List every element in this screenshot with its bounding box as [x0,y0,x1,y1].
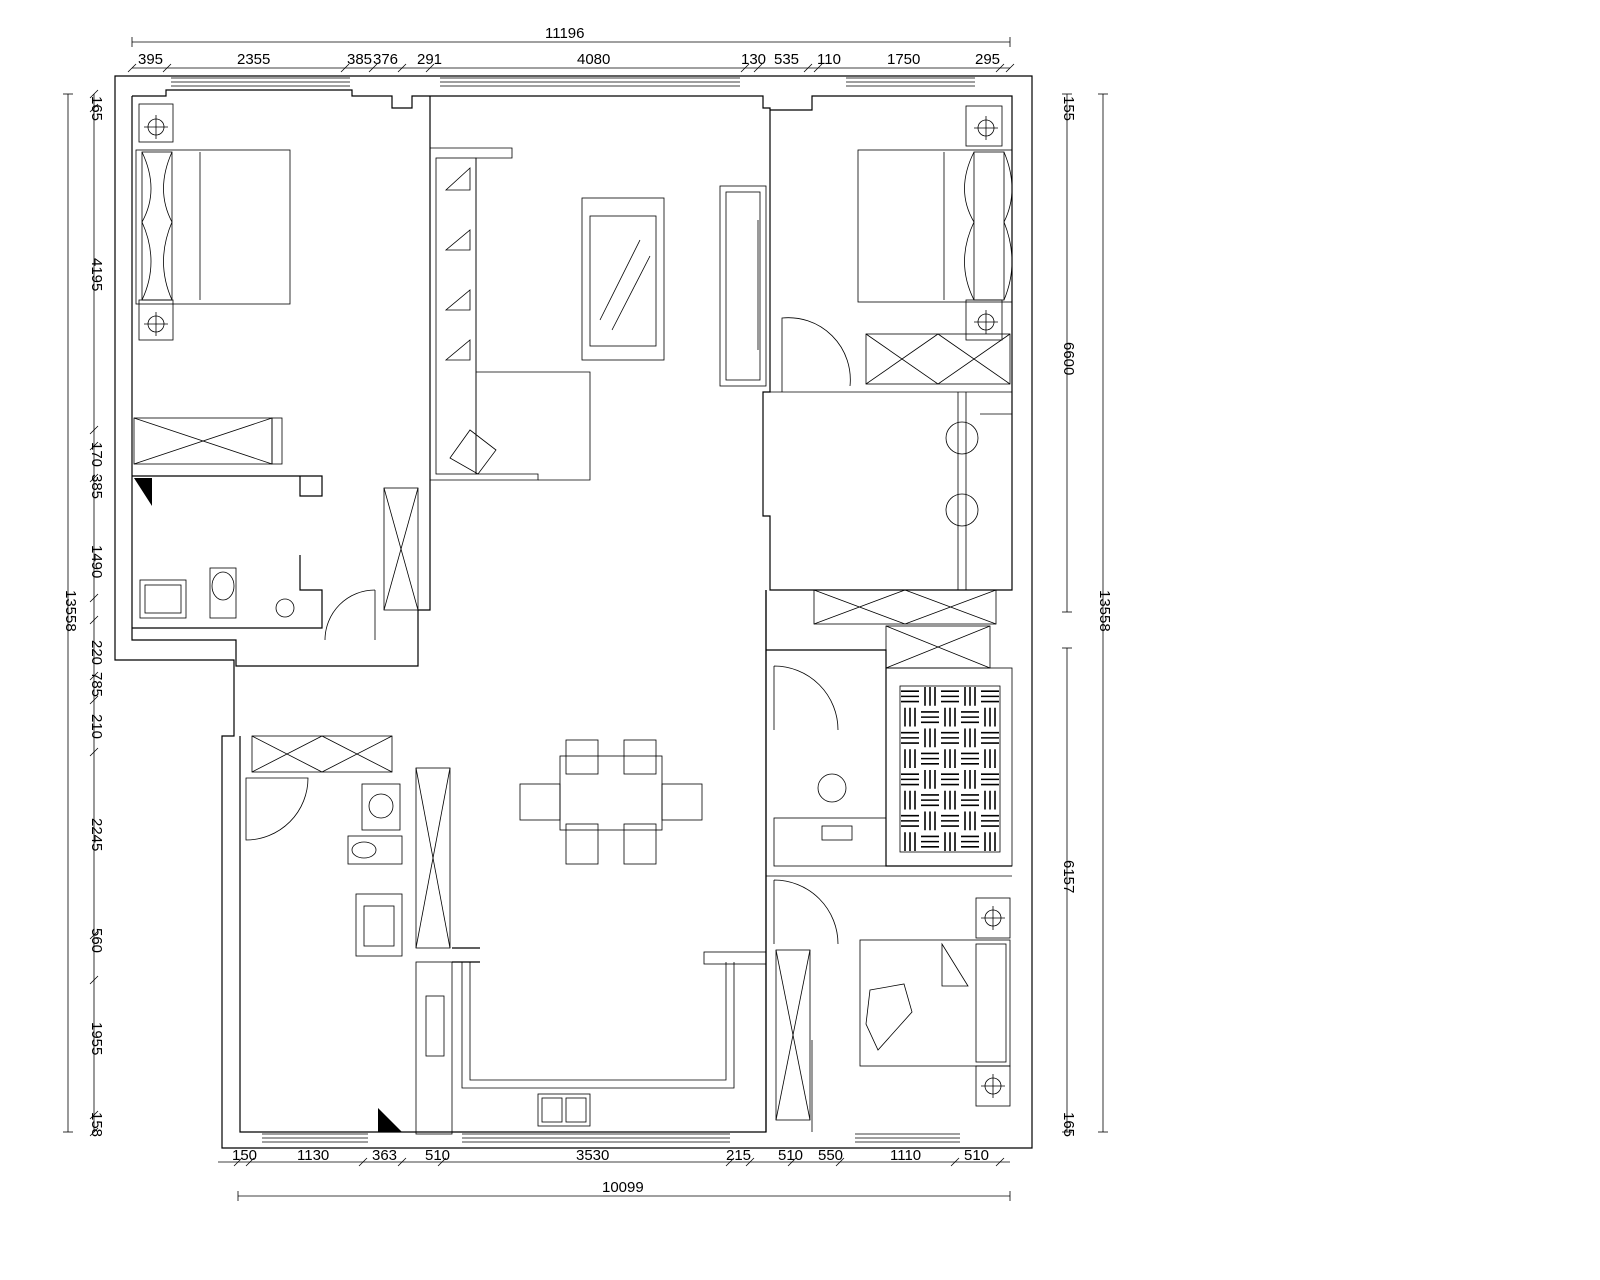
interior-walls [452,590,767,1132]
corridor-right [945,392,1012,590]
dim-top-11: 295 [975,51,1000,68]
dim-top-1: 395 [138,51,163,68]
dim-left-1: 165 [88,96,105,121]
bathroom-bottom-left [245,735,451,1132]
dim-top-6: 4080 [577,51,610,68]
wardrobe-hall [383,487,419,611]
dim-bottom-4: 510 [425,1147,450,1164]
dim-left-5: 1490 [88,545,105,578]
dim-top-10: 1750 [887,51,920,68]
right-segment-top: 155 [1060,96,1077,121]
study-room [766,589,1013,945]
dining-area [519,739,703,865]
dim-top-5: 291 [417,51,442,68]
kitchen [415,951,767,1135]
windows [171,77,975,1143]
dim-bottom-2: 1130 [297,1147,329,1164]
exterior-walls [114,75,1033,1149]
dim-left-12: 158 [88,1112,105,1137]
dim-left-3: 170 [88,442,105,467]
dim-top-2: 2355 [237,51,270,68]
bedroom-top-left [133,103,291,465]
dim-bottom-1: 150 [232,1147,257,1164]
dim-top-4: 376 [373,51,398,68]
dim-bottom-5: 3530 [576,1147,609,1164]
dim-left-4: 385 [88,474,105,499]
dim-left-6: 220 [88,640,105,665]
top-total-dim: 11196 [545,25,585,42]
dim-bottom-9: 1110 [890,1147,921,1164]
bedroom-top-right [770,105,1013,393]
living-room [430,147,767,481]
right-total-dim: 13558 [1096,590,1113,632]
dim-top-3: 385 [347,51,372,68]
dim-left-7: 785 [88,672,105,697]
right-segment-bottom: 165 [1060,1112,1077,1137]
bottom-total-dim: 10099 [602,1179,644,1196]
bottom-dimensions: 150 1130 363 510 3530 215 510 550 1110 5… [218,1147,1011,1201]
dim-left-8: 210 [88,714,105,739]
dim-left-10: 560 [88,928,105,953]
top-dimensions: 11196 395 2355 385 376 291 4080 130 535 … [127,25,1015,73]
left-dimensions: 13558 165 4195 170 385 1490 220 785 210 … [62,89,105,1137]
dim-top-9: 110 [817,51,841,68]
left-total-dim: 13558 [62,590,79,632]
dim-bottom-3: 363 [372,1147,397,1164]
tatami-mat-pattern [901,687,999,851]
dim-top-7: 130 [741,51,766,68]
right-upper-dim: 6600 [1060,342,1077,375]
bedroom-bottom-right [775,897,1011,1132]
dim-left-2: 4195 [88,258,105,291]
dim-bottom-8: 550 [818,1147,843,1164]
dim-left-9: 2245 [88,818,105,851]
dim-left-11: 1955 [88,1022,105,1055]
right-dimensions: 155 6600 6157 165 13558 [1060,93,1113,1137]
dim-bottom-10: 510 [964,1147,989,1164]
dim-bottom-6: 215 [726,1147,751,1164]
dim-bottom-7: 510 [778,1147,803,1164]
dim-top-8: 535 [774,51,799,68]
right-lower-dim: 6157 [1060,860,1077,893]
bathroom-top-left [132,475,376,641]
